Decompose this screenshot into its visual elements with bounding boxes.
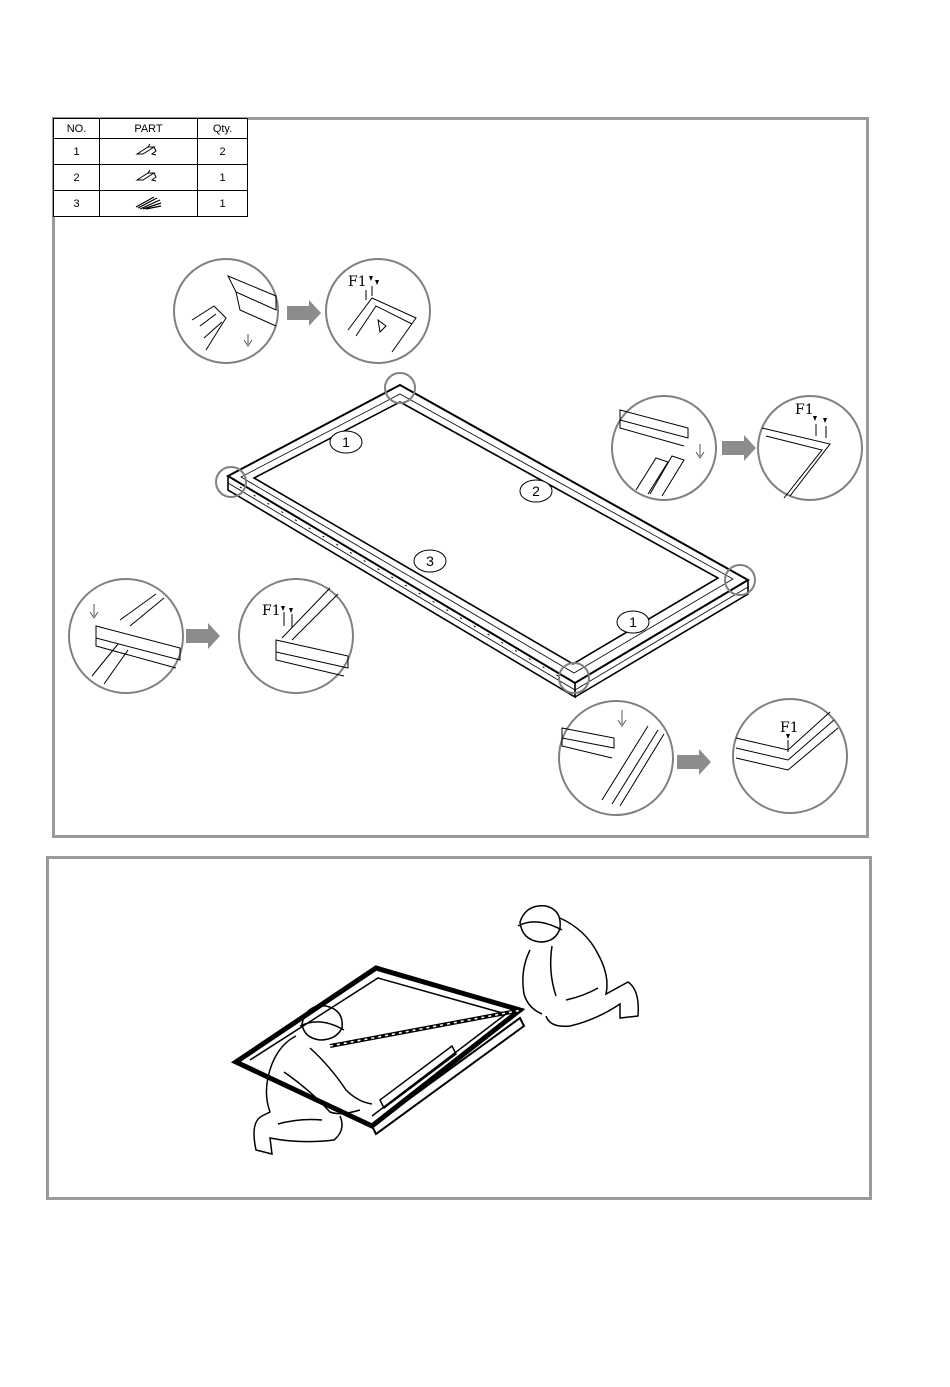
callout-1a: 1 xyxy=(342,434,350,450)
screw-label: F1 xyxy=(795,402,814,418)
detail-circle xyxy=(174,259,278,363)
frame-outline xyxy=(236,968,520,1126)
screw-label: F1 xyxy=(348,274,367,290)
squaring-illustration xyxy=(236,906,638,1154)
detail-circle xyxy=(69,579,183,693)
callout-1b: 1 xyxy=(629,614,637,630)
arrow-icon xyxy=(677,749,711,775)
detail-left: F1 xyxy=(69,579,353,693)
callout-2: 2 xyxy=(532,483,540,499)
detail-top-left: F1 xyxy=(174,259,430,363)
arrow-icon xyxy=(722,435,756,461)
detail-circle xyxy=(733,699,847,813)
worker-right xyxy=(518,906,638,1026)
detail-circle xyxy=(326,259,430,363)
arrow-icon xyxy=(287,300,321,326)
detail-right: F1 xyxy=(612,396,862,500)
spirit-level xyxy=(380,1046,456,1108)
screw-label: F1 xyxy=(780,720,799,736)
callout-labels: 1 2 3 1 xyxy=(330,431,649,633)
detail-bottom-right: F1 xyxy=(559,699,847,815)
callout-3: 3 xyxy=(426,553,434,569)
arrow-icon xyxy=(186,623,220,649)
screw-label: F1 xyxy=(262,603,281,619)
